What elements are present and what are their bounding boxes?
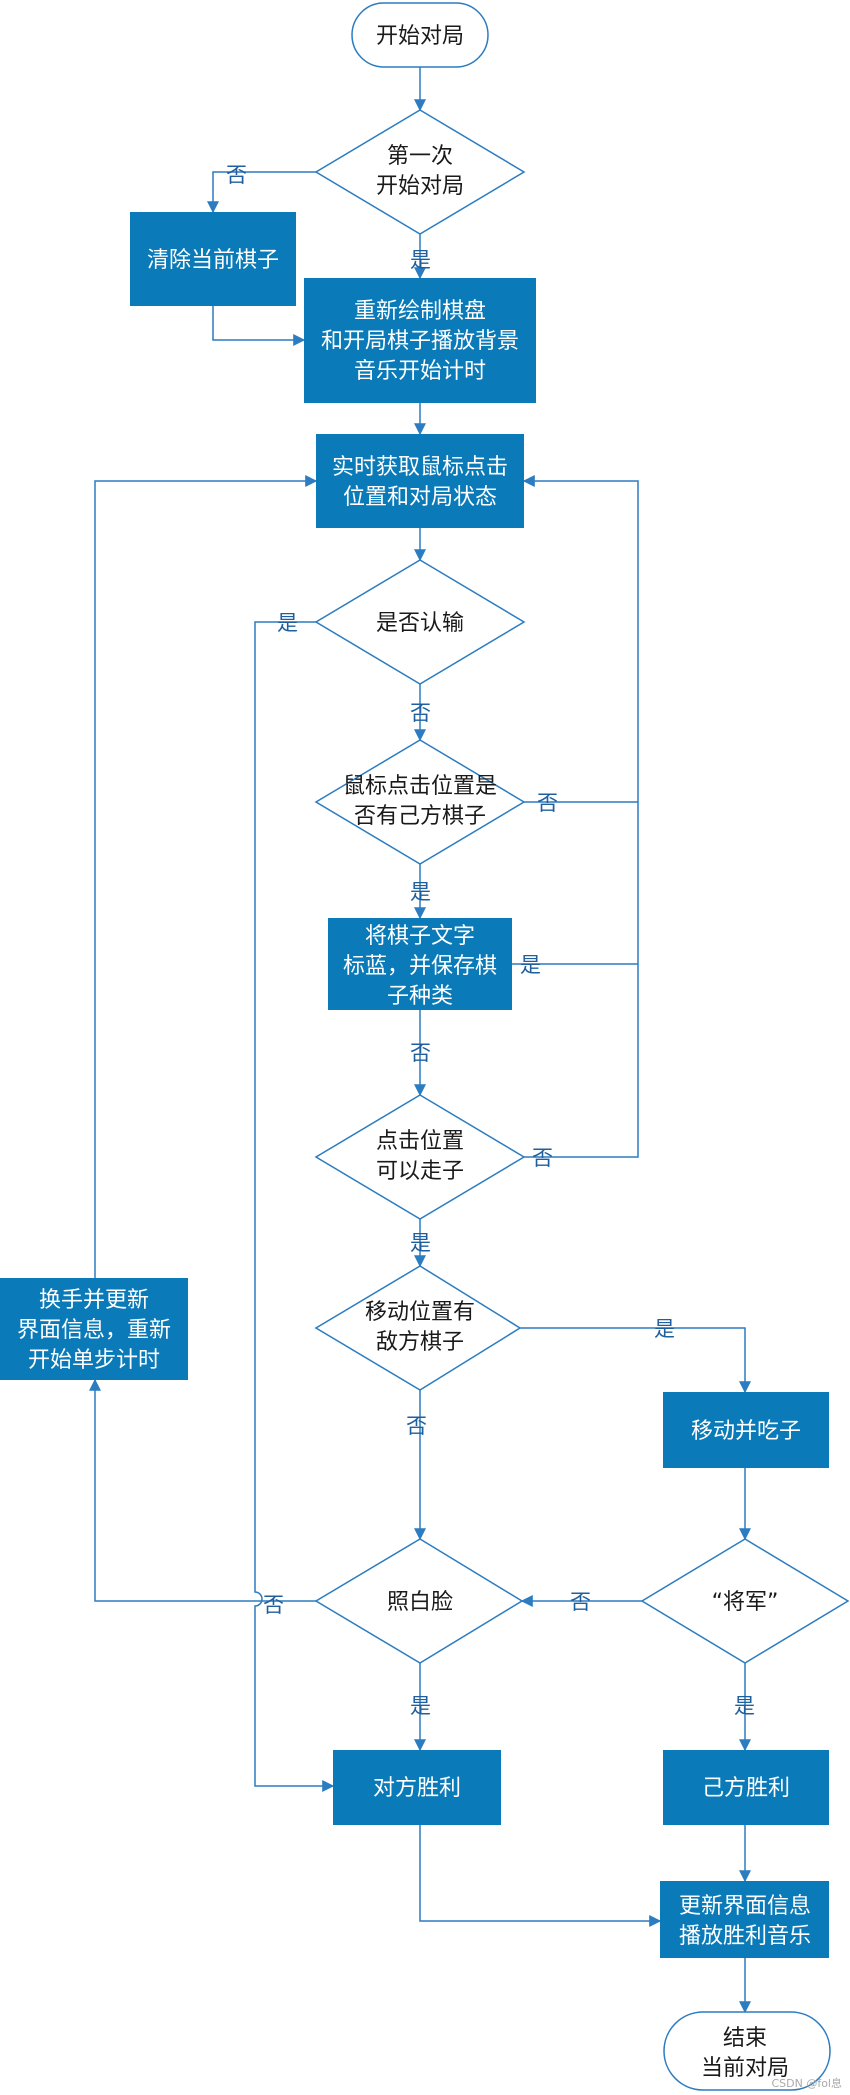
label-surrender-no: 否 [410, 701, 431, 725]
update-info-box [660, 1881, 829, 1958]
edge-loop-back-to-mouse [522, 475, 639, 802]
label-own-no: 否 [537, 791, 558, 815]
enemy-piece-decision [314, 1265, 522, 1391]
opponent-win-box [333, 1750, 501, 1825]
start-label: 开始对局 [376, 24, 464, 49]
label-mark-yes: 是 [520, 953, 541, 977]
can-move-line1: 点击位置 [376, 1129, 464, 1154]
enemy-piece-line1: 移动位置有 [365, 1300, 475, 1325]
first-game-line1: 第一次 [387, 144, 453, 169]
facing-label: 照白脸 [387, 1590, 453, 1615]
capture-box [663, 1392, 829, 1468]
label-can-no: 否 [532, 1146, 553, 1170]
own-win-box [663, 1750, 829, 1825]
edge-clear-to-redraw [212, 306, 306, 346]
can-move-line2: 可以走子 [376, 1159, 464, 1184]
opponent-win-label: 对方胜利 [373, 1776, 461, 1801]
redraw-line3: 音乐开始计时 [354, 359, 486, 384]
edge-can-no-to-loop [524, 802, 639, 1158]
edge-swap-to-mouse [94, 475, 318, 1278]
mark-blue-box [328, 918, 512, 1010]
label-mark-no: 否 [410, 1041, 431, 1065]
label-enemy-yes: 是 [654, 1317, 675, 1341]
swap-line2: 界面信息，重新 [17, 1318, 171, 1343]
own-piece-line1: 鼠标点击位置是 [343, 774, 497, 799]
label-first-no: 否 [226, 163, 247, 187]
edge-facing-no-to-swap [89, 1378, 316, 1602]
get-mouse-line2: 位置和对局状态 [343, 485, 497, 510]
label-facing-yes: 是 [410, 1694, 431, 1718]
end-line2: 当前对局 [701, 2056, 789, 2081]
mark-blue-line2: 标蓝，并保存棋 [343, 954, 497, 979]
clear-label: 清除当前棋子 [147, 248, 279, 273]
swap-line1: 换手并更新 [39, 1288, 149, 1313]
swap-line3: 开始单步计时 [28, 1348, 160, 1373]
label-first-yes: 是 [410, 248, 431, 272]
get-mouse-line1: 实时获取鼠标点击 [332, 455, 508, 480]
own-piece-decision [314, 739, 526, 865]
capture-label: 移动并吃子 [691, 1419, 801, 1444]
surrender-label: 是否认输 [376, 611, 464, 636]
swap-turn-box [0, 1278, 188, 1380]
surrender-decision [314, 559, 526, 685]
mark-blue-line3: 子种类 [387, 984, 453, 1009]
own-piece-line2: 否有己方棋子 [354, 804, 486, 829]
get-mouse-box [316, 434, 524, 528]
start-terminal [351, 2, 489, 68]
label-check-yes: 是 [734, 1694, 755, 1718]
end-terminal [663, 2011, 831, 2091]
redraw-line2: 和开局棋子播放背景 [321, 329, 519, 354]
redraw-board-box [304, 278, 536, 403]
label-facing-no: 否 [263, 1593, 284, 1617]
first-game-line2: 开始对局 [376, 174, 464, 199]
own-win-label: 己方胜利 [702, 1776, 790, 1801]
label-check-no: 否 [570, 1590, 591, 1614]
end-line1: 结束 [723, 2026, 767, 2051]
label-surrender-yes: 是 [277, 611, 298, 635]
label-own-yes: 是 [410, 880, 431, 904]
redraw-line1: 重新绘制棋盘 [354, 299, 486, 324]
edge-enemy-yes-to-capture [520, 1327, 751, 1394]
watermark: CSDN @fol息 [771, 2076, 842, 2090]
check-label: “将军” [712, 1590, 779, 1615]
check-decision [640, 1538, 850, 1664]
update-line1: 更新界面信息 [679, 1894, 811, 1919]
first-game-decision [314, 109, 526, 235]
label-can-yes: 是 [410, 1231, 431, 1255]
label-enemy-no: 否 [406, 1414, 427, 1438]
can-move-decision [314, 1094, 526, 1220]
edge-first-no-to-clear [207, 171, 316, 214]
facing-decision [314, 1538, 524, 1664]
update-line2: 播放胜利音乐 [679, 1924, 811, 1949]
clear-pieces-box [130, 212, 296, 306]
mark-blue-line1: 将棋子文字 [365, 924, 475, 949]
edge-surrender-yes-to-opp-win [254, 621, 335, 1792]
edge-opp-win-to-update [419, 1825, 662, 1927]
enemy-piece-line2: 敌方棋子 [376, 1330, 464, 1355]
